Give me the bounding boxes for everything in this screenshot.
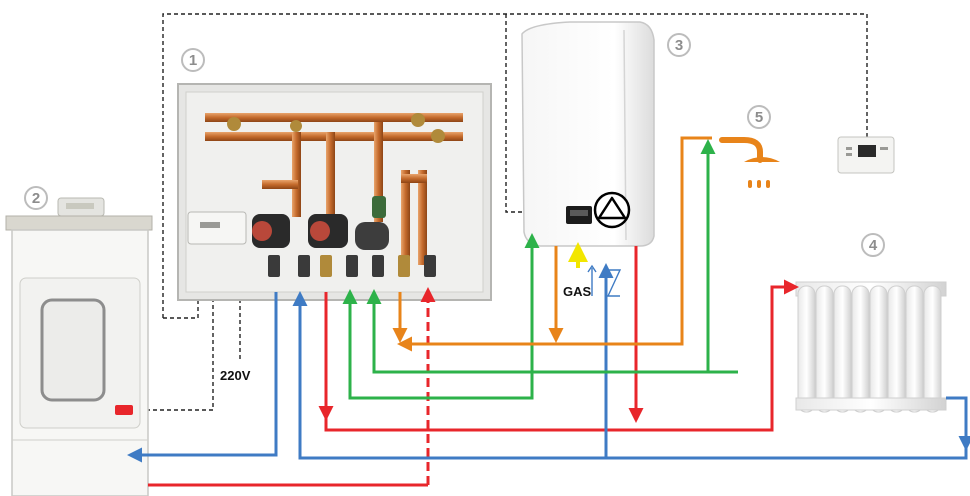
- line-green-boiler-feed: [342, 233, 540, 400]
- stove-glass: [40, 298, 106, 402]
- badge-component-4: 4: [861, 233, 885, 257]
- badge-component-5: 5: [747, 105, 771, 129]
- badge-component-1: 1: [181, 48, 205, 72]
- mixing-valve: [355, 222, 389, 250]
- line-orange-loop: [397, 136, 712, 352]
- radiator-fins: [797, 285, 942, 413]
- badge-5-number: 5: [755, 109, 763, 126]
- badge-component-3: 3: [667, 33, 691, 57]
- stove-power-connector: [115, 405, 133, 415]
- controller-screen: [200, 222, 220, 228]
- radiator-bottom-bar: [795, 397, 947, 411]
- valve-3: [411, 113, 425, 127]
- flow-indicator-icon: [587, 264, 622, 297]
- valve-4: [431, 129, 445, 143]
- wire-top-loop: [162, 13, 868, 318]
- room-thermostat: [837, 136, 895, 174]
- circulator-pump-icon: [593, 191, 631, 229]
- shower-head-icon: [719, 137, 780, 188]
- badge-component-2: 2: [24, 186, 48, 210]
- valve-1: [227, 117, 241, 131]
- badge-1-number: 1: [189, 52, 197, 69]
- line-blue-radiator-return: [292, 291, 968, 460]
- copper-pipe-h3: [262, 180, 298, 189]
- pump-2-head: [310, 221, 330, 241]
- boiler-display-screen: [570, 210, 588, 216]
- copper-pipe-v4: [401, 170, 410, 265]
- wire-stove-link: [125, 250, 214, 411]
- copper-pipe-v5: [418, 170, 427, 265]
- hydraulic-lines: [127, 136, 970, 487]
- copper-pipe-v1: [292, 132, 301, 217]
- copper-pipe-v2: [326, 132, 335, 222]
- stove-top-plate: [5, 215, 153, 231]
- gas-label: GAS: [563, 284, 592, 299]
- valve-5: [372, 196, 386, 218]
- line-green-sanitary: [366, 289, 738, 374]
- hydraulic-panel: [177, 83, 492, 301]
- copper-pipe-h2: [401, 174, 427, 183]
- badge-3-number: 3: [675, 37, 683, 54]
- voltage-label: 220V: [220, 368, 251, 383]
- line-blue-stove-return: [127, 292, 278, 463]
- stove-top-display: [66, 203, 94, 209]
- pump-1-head: [252, 221, 272, 241]
- line-red-radiator-supply: [324, 279, 799, 432]
- badge-4-number: 4: [869, 237, 878, 254]
- radiator: [795, 281, 947, 413]
- wall-boiler: [521, 21, 655, 247]
- wire-panel-right: [163, 248, 199, 319]
- copper-pipe-v3: [374, 122, 383, 222]
- pellet-stove: [5, 197, 153, 496]
- valve-2: [290, 120, 302, 132]
- badge-2-number: 2: [32, 190, 40, 207]
- copper-pipe-top: [205, 113, 463, 122]
